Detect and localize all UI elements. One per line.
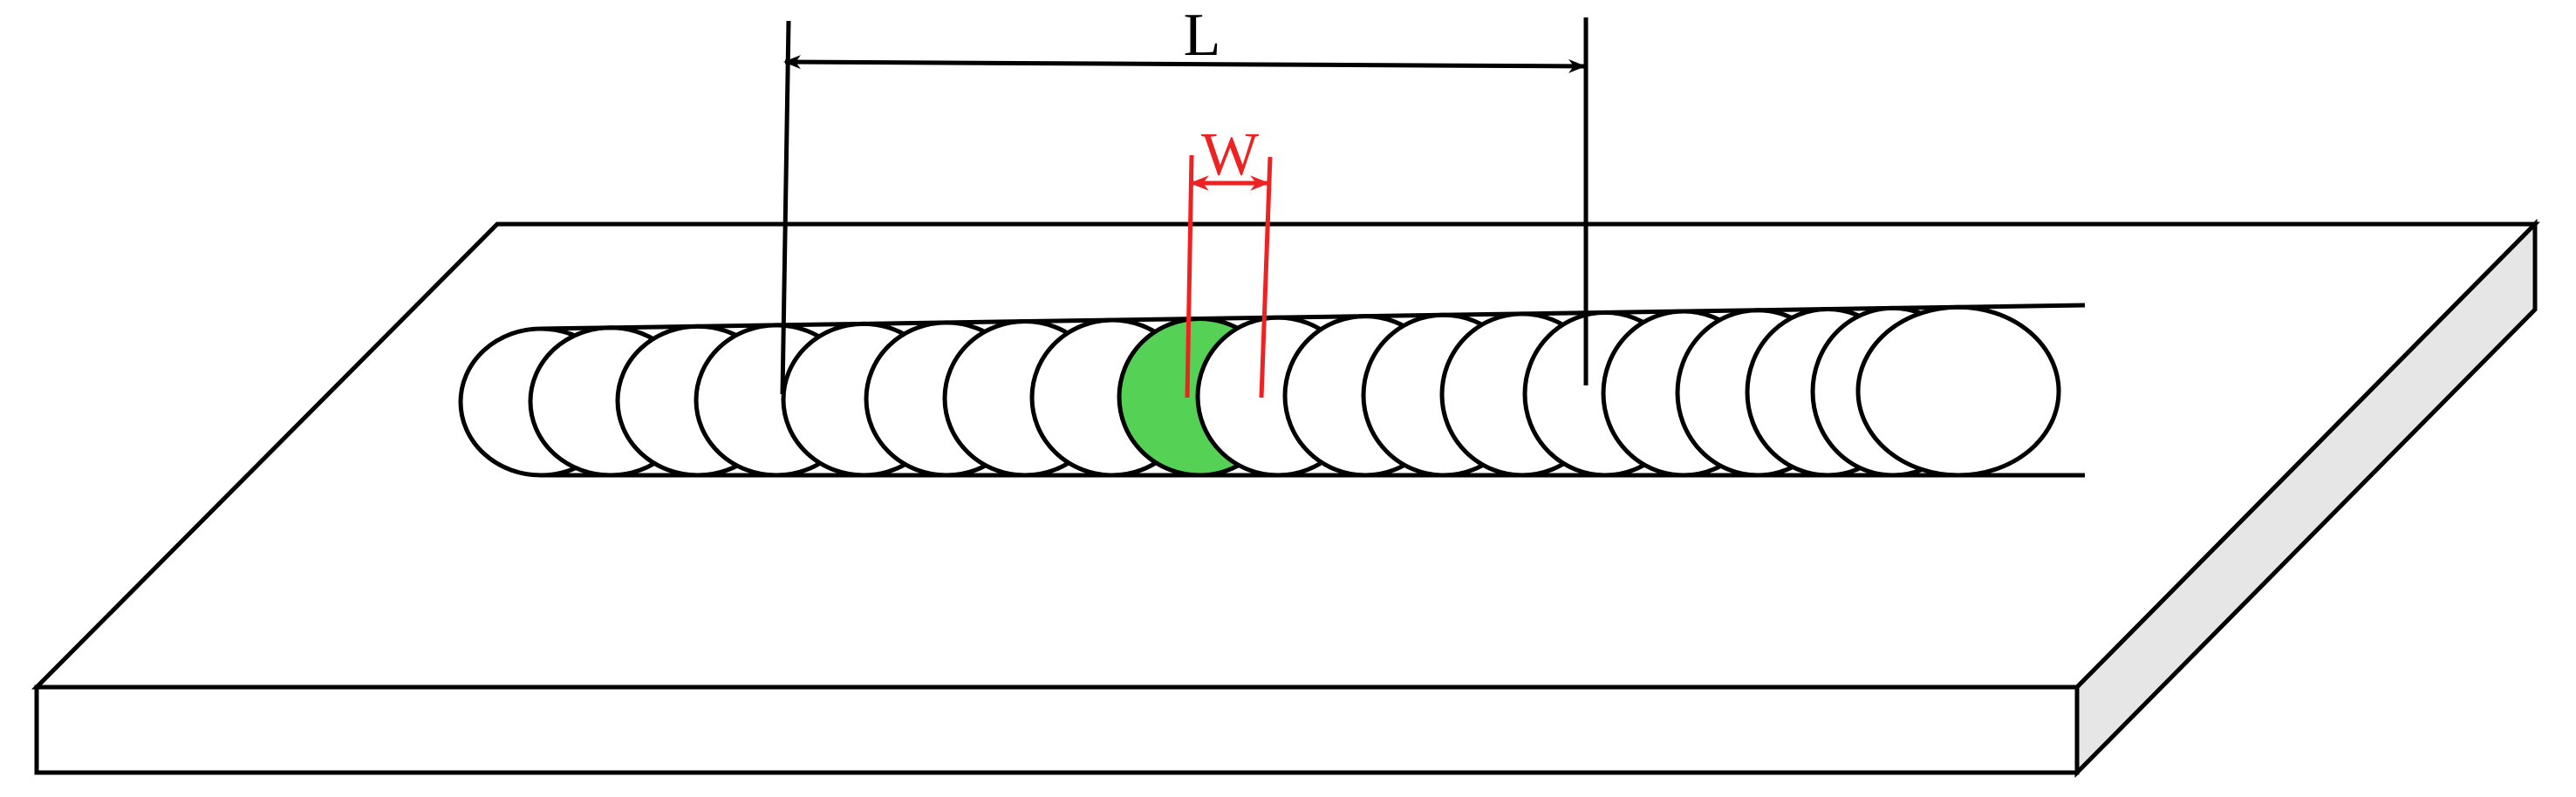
weld-pass xyxy=(1855,304,2061,478)
width-extension-line-left xyxy=(1185,154,1194,398)
width-label: W xyxy=(1201,121,1259,188)
base-plate xyxy=(31,218,2540,779)
bead-top-edge xyxy=(540,303,2086,331)
length-label: L xyxy=(1184,2,1221,69)
length-dimension: L xyxy=(780,2,1589,395)
weld-bead xyxy=(458,303,2086,478)
plate-front-face xyxy=(34,685,2080,775)
width-dimension: W xyxy=(1185,121,1273,398)
width-extension-line-right xyxy=(1259,156,1273,398)
length-extension-line-left xyxy=(780,20,791,395)
length-dimension-arrow xyxy=(783,55,1586,73)
